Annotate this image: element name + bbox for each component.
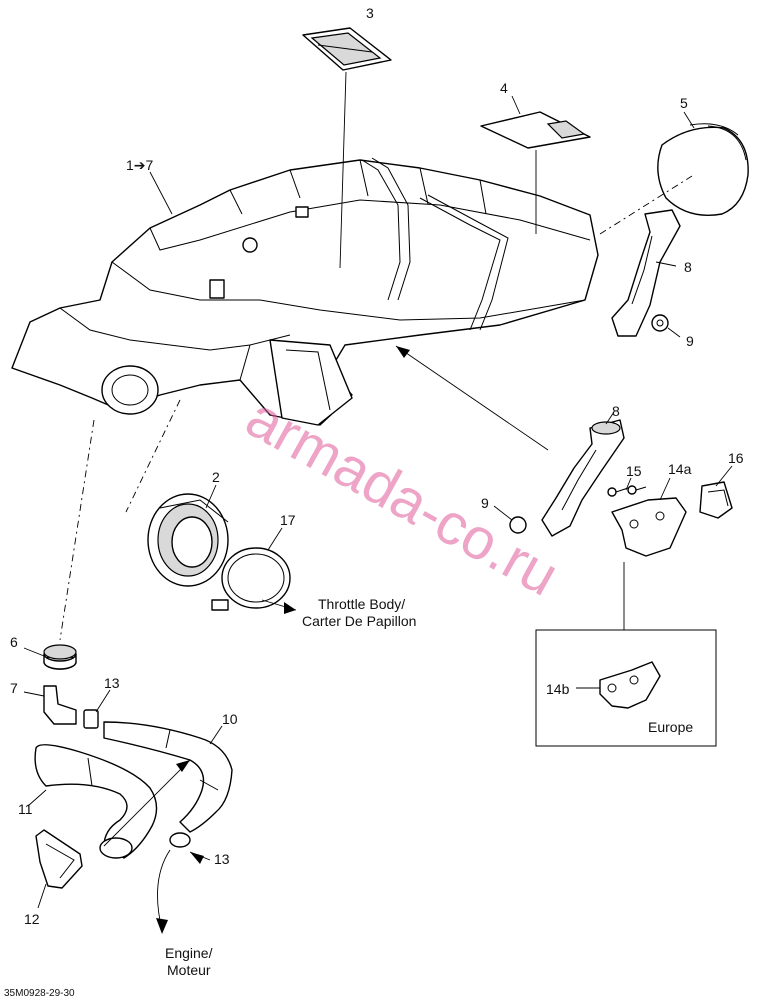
- label-4: 4: [500, 80, 508, 96]
- engine-note-line2: Moteur: [167, 962, 211, 978]
- label-5: 5: [680, 95, 688, 111]
- part-labels: 3 4 5 1➔7 8 9 8 9 15 14a 16 2 17 6 7 13 …: [10, 5, 744, 927]
- part-1-7-airbox: [11, 157, 599, 426]
- label-8-top: 8: [684, 259, 692, 275]
- label-8-middle: 8: [612, 403, 620, 419]
- label-9-middle: 9: [481, 495, 489, 511]
- label-16: 16: [728, 450, 744, 466]
- label-1-7: 1➔7: [126, 157, 154, 173]
- drawing-code: 35M0928-29-30: [4, 988, 75, 999]
- part-13-clamp-bottom: [169, 832, 191, 848]
- label-12: 12: [24, 911, 40, 927]
- part-4-label: [480, 111, 591, 149]
- label-14a: 14a: [668, 461, 692, 477]
- part-17-clamp: [211, 547, 291, 611]
- part-13-clamp-top: [83, 709, 99, 729]
- part-12-clamp: [35, 829, 83, 889]
- label-15: 15: [626, 463, 642, 479]
- label-13-top: 13: [104, 675, 120, 691]
- label-9-top: 9: [686, 333, 694, 349]
- label-17: 17: [280, 512, 296, 528]
- label-10: 10: [222, 711, 238, 727]
- part-7-elbow: [43, 685, 77, 725]
- label-11: 11: [18, 801, 33, 817]
- leader-lines: [23, 71, 733, 931]
- engine-note-line1: Engine/: [165, 945, 213, 961]
- label-13-bottom: 13: [214, 851, 230, 867]
- label-3: 3: [366, 5, 374, 21]
- europe-note: Europe: [648, 719, 693, 735]
- part-3-decal: [302, 27, 392, 71]
- label-2: 2: [212, 469, 220, 485]
- throttle-body-note-line1: Throttle Body/: [318, 596, 405, 612]
- part-5-air-filter: [657, 123, 749, 216]
- part-15-screws: [607, 485, 647, 497]
- europe-inset: [535, 629, 717, 747]
- part-2-adapter: [147, 493, 229, 587]
- part-9-nut-middle: [509, 516, 527, 534]
- notes: Throttle Body/ Carter De Papillon Engine…: [165, 596, 693, 978]
- part-6-grommet: [43, 644, 77, 670]
- arrowheads: [156, 346, 410, 934]
- part-16-clip: [699, 481, 733, 519]
- throttle-body-note-line2: Carter De Papillon: [302, 613, 416, 629]
- part-11-hose: [34, 744, 158, 859]
- part-9-nut-top: [651, 314, 669, 332]
- part-8-strap-top: [611, 209, 681, 337]
- label-7: 7: [10, 680, 18, 696]
- part-8-strap-middle: [541, 419, 625, 537]
- label-14b: 14b: [546, 681, 570, 697]
- label-6: 6: [10, 634, 18, 650]
- part-14a-bracket: [611, 497, 687, 557]
